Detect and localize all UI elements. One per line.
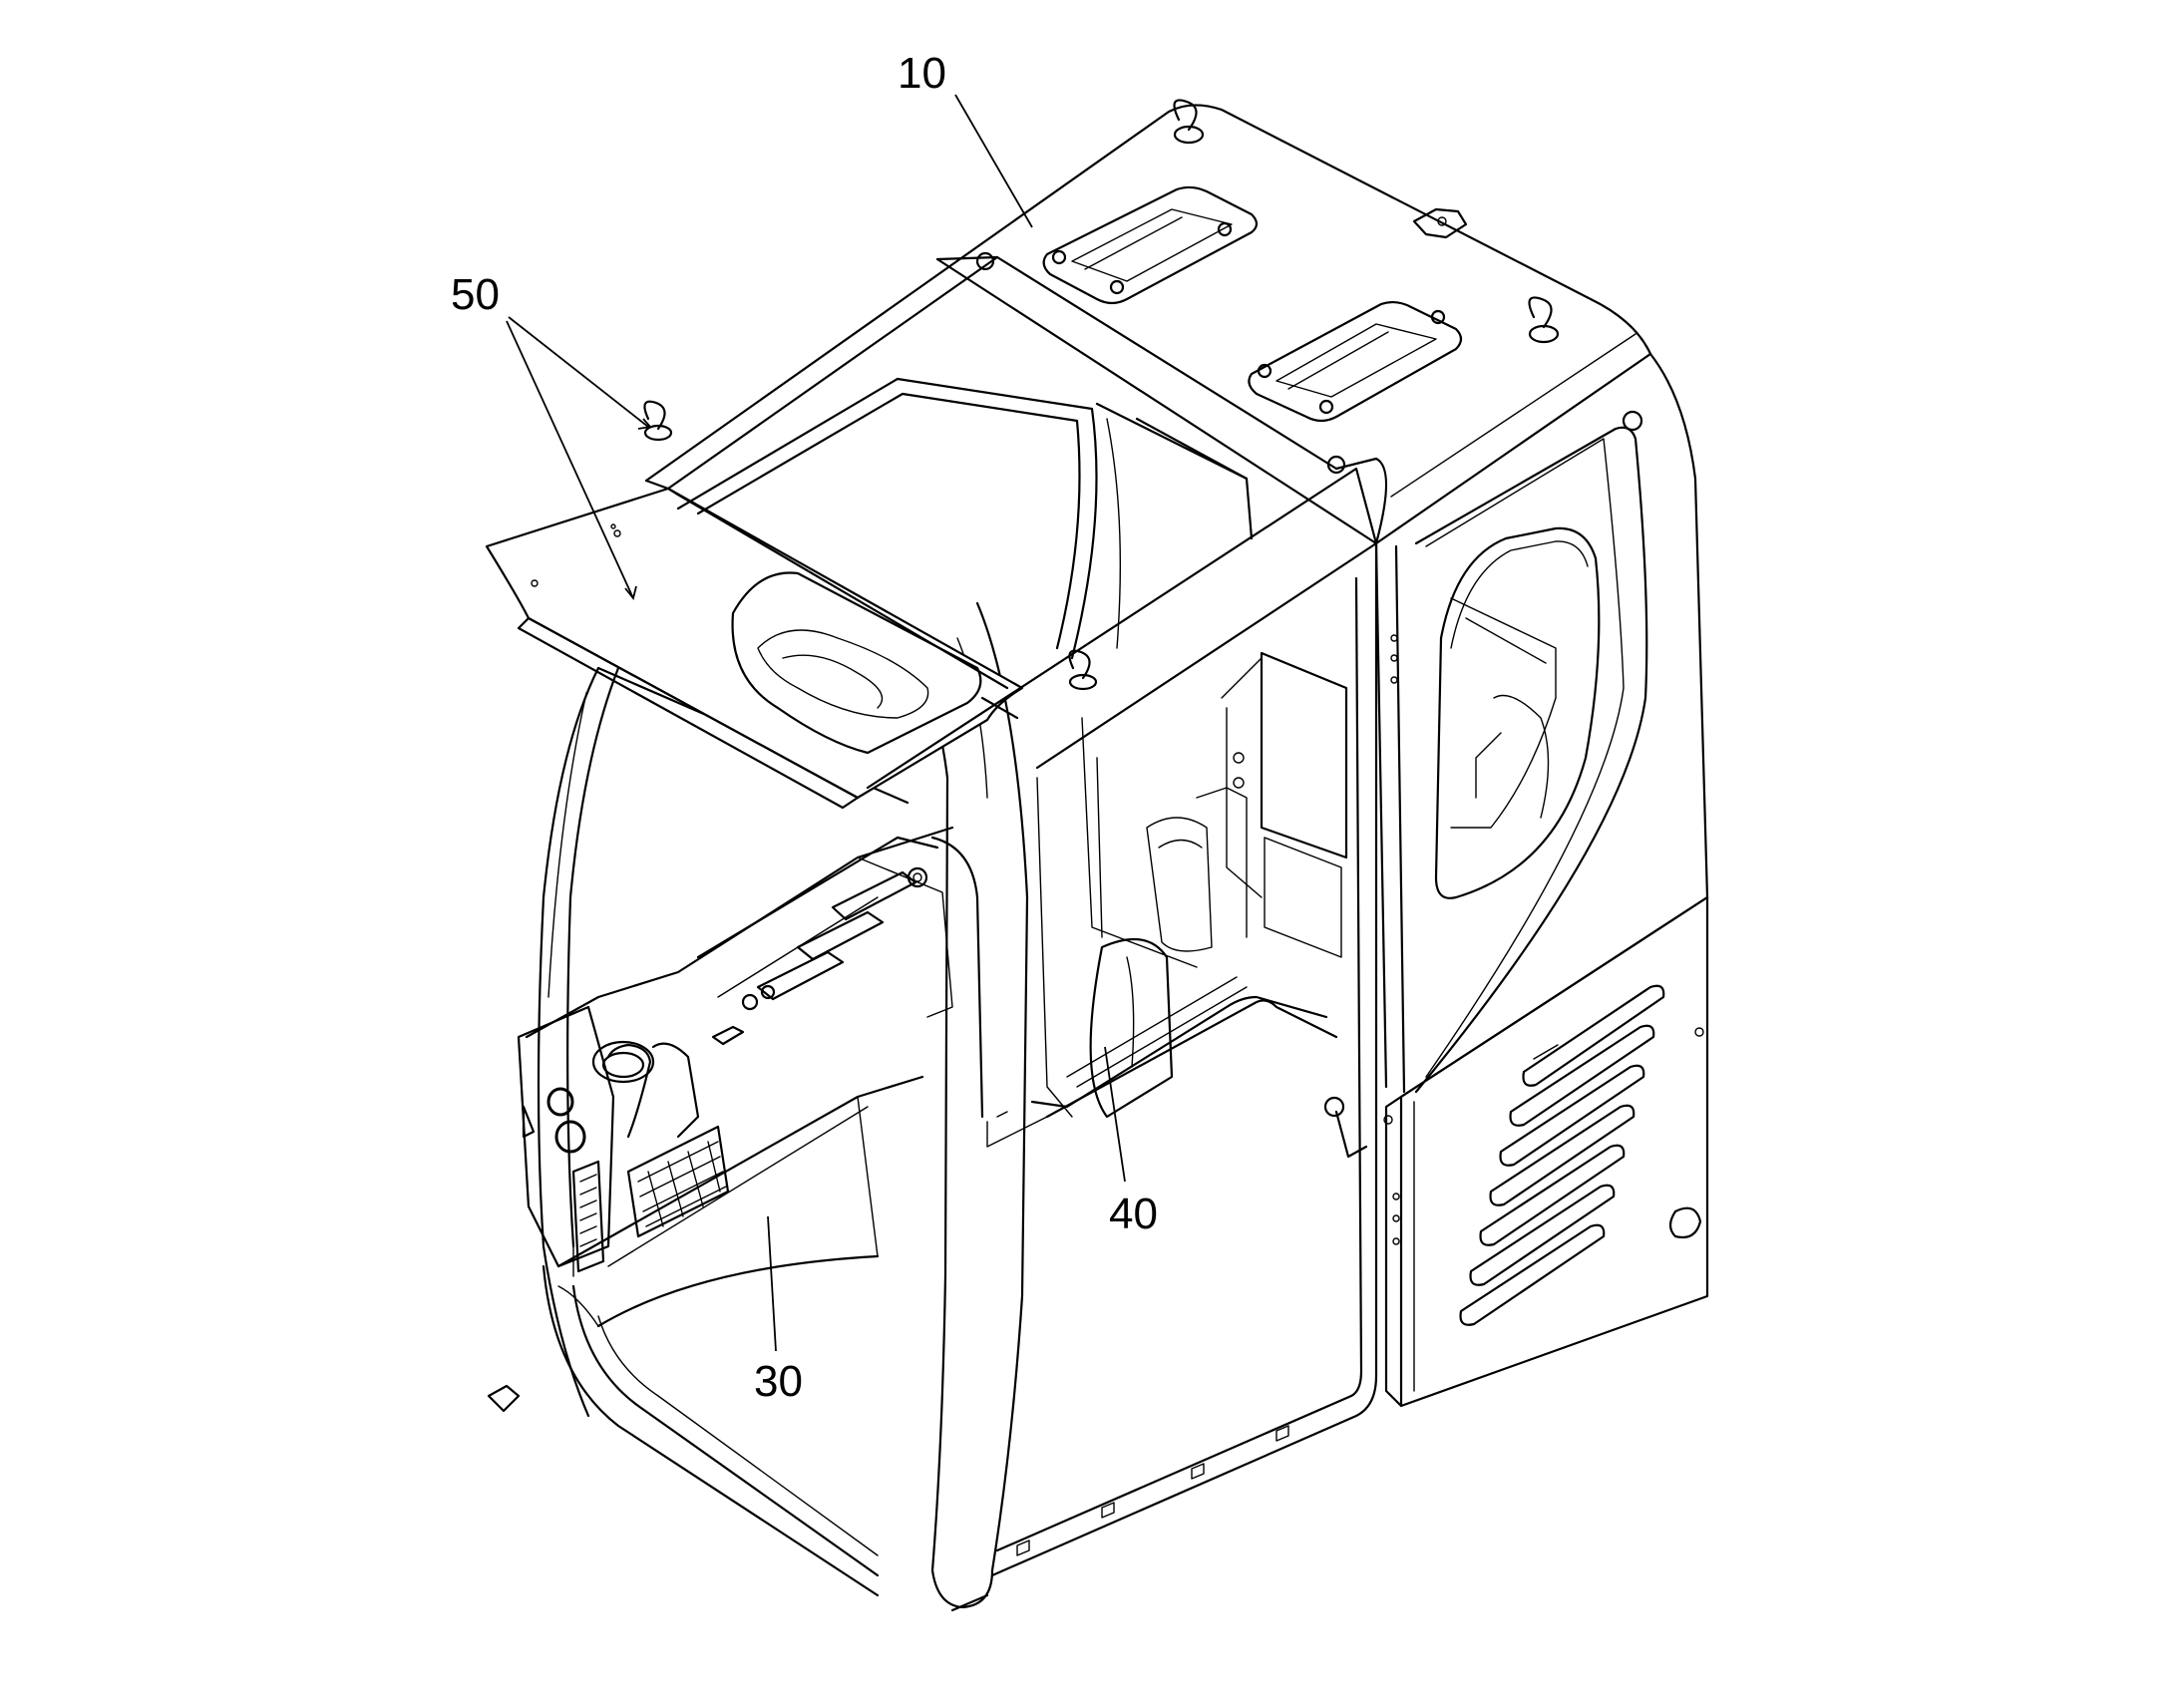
front-console	[517, 826, 984, 1328]
label-50: 50	[451, 270, 500, 319]
leader-10	[954, 94, 1033, 228]
leader-40	[1104, 1046, 1126, 1183]
leader-50-b	[506, 320, 634, 599]
label-40: 40	[1109, 1190, 1158, 1238]
storage-net	[637, 1141, 727, 1227]
label-10: 10	[898, 49, 946, 98]
reference-labels: 10 50 30 40	[451, 49, 1158, 1406]
label-30: 30	[754, 1357, 803, 1406]
cab-side-door	[1374, 352, 1709, 1245]
leader-50-a	[508, 316, 649, 428]
louver-vents	[1459, 984, 1665, 1326]
leader-30	[767, 1215, 777, 1352]
cab-interior	[676, 377, 1378, 1159]
roof-panel	[643, 99, 1652, 691]
rear-lower-panel	[1384, 895, 1709, 1408]
